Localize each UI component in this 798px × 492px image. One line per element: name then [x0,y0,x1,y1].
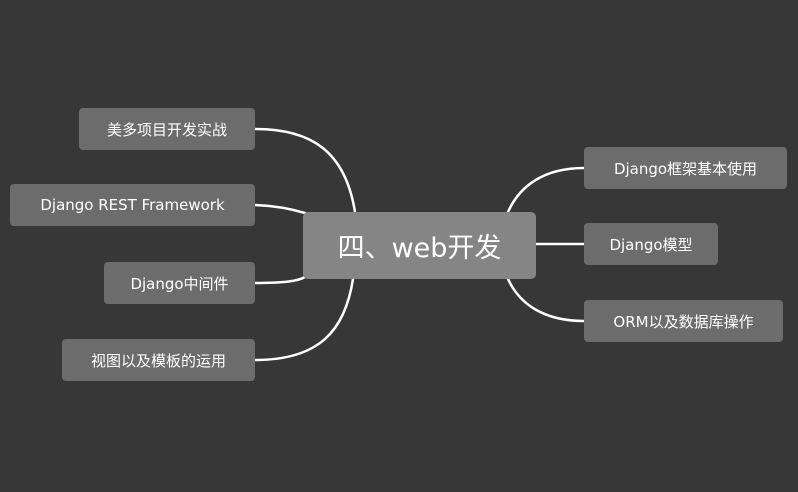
connector-left-1 [253,127,357,214]
topic-django-middleware[interactable]: Django中间件 [104,262,255,304]
connector-right-1 [506,166,586,214]
central-topic[interactable]: 四、web开发 [303,212,536,279]
connector-left-3 [253,275,307,285]
central-topic-label: 四、web开发 [337,233,502,264]
topic-label: Django模型 [609,235,693,254]
topic-django-models[interactable]: Django模型 [584,223,718,265]
topic-label: Django框架基本使用 [613,159,758,178]
topic-meiduo-project[interactable]: 美多项目开发实战 [79,108,255,150]
connector-left-4 [253,277,355,362]
topic-orm-database[interactable]: ORM以及数据库操作 [584,300,783,342]
topic-views-and-templates[interactable]: 视图以及模板的运用 [62,339,255,381]
topic-label: Django中间件 [130,274,229,293]
topic-label: 美多项目开发实战 [106,120,227,139]
topic-django-rest-framework[interactable]: Django REST Framework [10,184,255,226]
topic-label: Django REST Framework [40,196,225,214]
topic-label: 视图以及模板的运用 [90,351,226,370]
topic-label: ORM以及数据库操作 [613,312,754,331]
connector-left-2 [253,203,307,215]
topic-django-basics[interactable]: Django框架基本使用 [584,147,787,189]
connector-right-3 [506,277,586,323]
